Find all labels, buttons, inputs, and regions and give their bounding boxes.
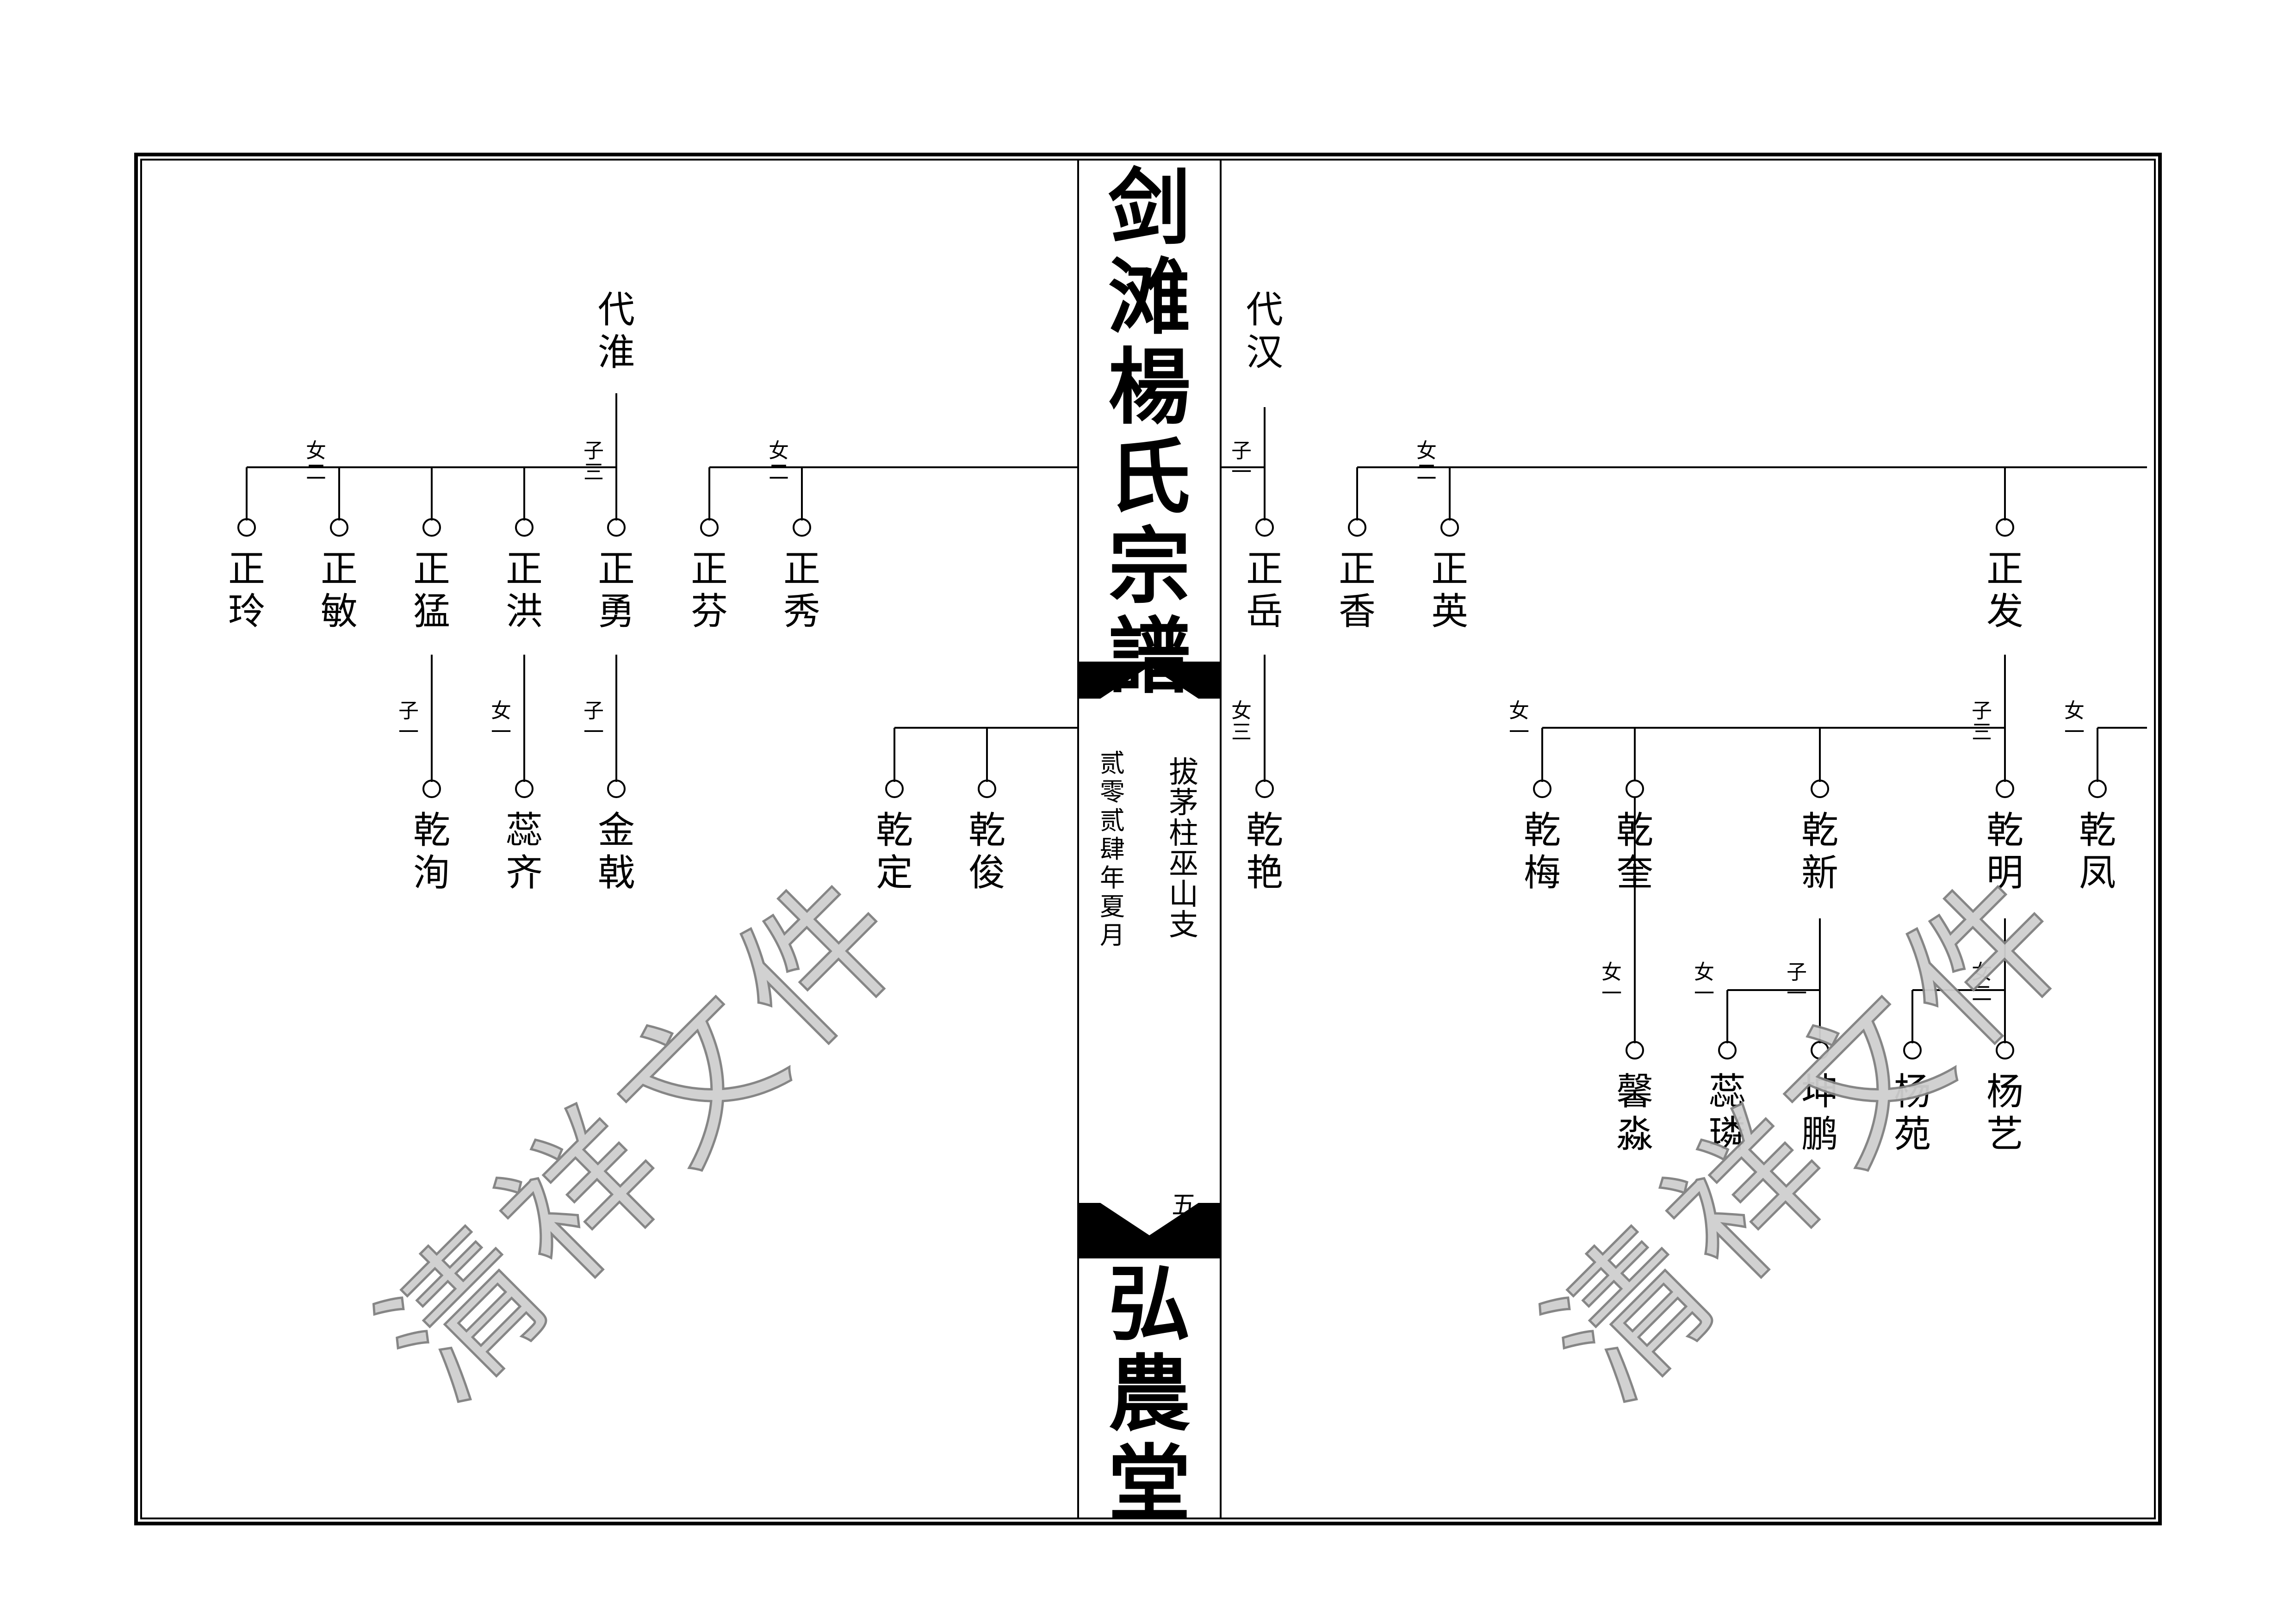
person-name: 正玲 [228, 547, 265, 633]
relation-label: 女二 [1972, 960, 1992, 1005]
relation-label: 女三 [1231, 699, 1252, 744]
person-name: 金戟 [598, 809, 635, 894]
spine-branch-name: 拔茅柱巫山支 [1169, 756, 1198, 942]
relation-label: 子三 [1972, 699, 1992, 744]
relation-label: 子一 [1787, 960, 1807, 1005]
person-name: 乾新 [1801, 809, 1838, 894]
inner-border [140, 159, 2156, 1519]
person-name: 正香 [1339, 547, 1376, 633]
person-name: 杨艺 [1986, 1070, 2023, 1156]
person-name: 正芬 [691, 547, 728, 633]
person-name: 杨苑 [1894, 1070, 1931, 1156]
person-name: 乾洵 [413, 809, 450, 894]
relation-label: 子一 [583, 699, 604, 744]
root-name-left: 代淮 [598, 288, 635, 374]
relation-label: 女一 [1601, 960, 1622, 1005]
person-name: 乾艳 [1246, 809, 1283, 894]
relation-label: 子三 [583, 439, 604, 484]
spine-book-title: 剑滩楊 氏宗譜 [1108, 159, 1191, 705]
person-name: 乾梅 [1524, 809, 1561, 894]
person-name: 正发 [1986, 547, 2023, 633]
relation-label: 女一 [1509, 699, 1529, 744]
person-name: 正洪 [506, 547, 543, 633]
relation-label: 女二 [769, 439, 789, 484]
root-name-right: 代汉 [1246, 288, 1283, 374]
person-name: 馨淼 [1616, 1070, 1653, 1156]
spine-page-number: 五八 [1172, 1190, 1197, 1248]
spine-chevron-upper [1078, 662, 1221, 699]
relation-label: 女一 [491, 699, 511, 744]
person-name: 蕊齐 [506, 809, 543, 894]
person-name: 乾定 [876, 809, 913, 894]
person-name: 正岳 [1246, 547, 1283, 633]
person-name: 坤鹏 [1801, 1070, 1838, 1156]
person-name: 正敏 [321, 547, 358, 633]
person-name: 正秀 [783, 547, 820, 633]
person-name: 乾奎 [1616, 809, 1653, 894]
person-name: 乾俊 [968, 809, 1005, 894]
person-name: 正勇 [598, 547, 635, 633]
relation-label: 子一 [398, 699, 419, 744]
outer-border [134, 153, 2162, 1525]
spine-hall-name: 弘農堂 [1108, 1256, 1191, 1532]
relation-label: 子一 [1231, 439, 1252, 484]
spine-chevron-lower [1078, 1203, 1221, 1258]
relation-label: 女二 [1416, 439, 1437, 484]
person-name: 蕊璘 [1709, 1070, 1746, 1156]
relation-label: 女一 [1694, 960, 1714, 1005]
spine-edition-date: 贰零贰肆年夏月 [1100, 749, 1125, 950]
relation-label: 女二 [306, 439, 326, 484]
person-name: 正猛 [413, 547, 450, 633]
relation-label: 女一 [2064, 699, 2085, 744]
person-name: 乾明 [1986, 809, 2023, 894]
person-name: 正英 [1431, 547, 1468, 633]
book-spine [1077, 159, 1222, 1519]
person-name: 乾凤 [2079, 809, 2116, 894]
